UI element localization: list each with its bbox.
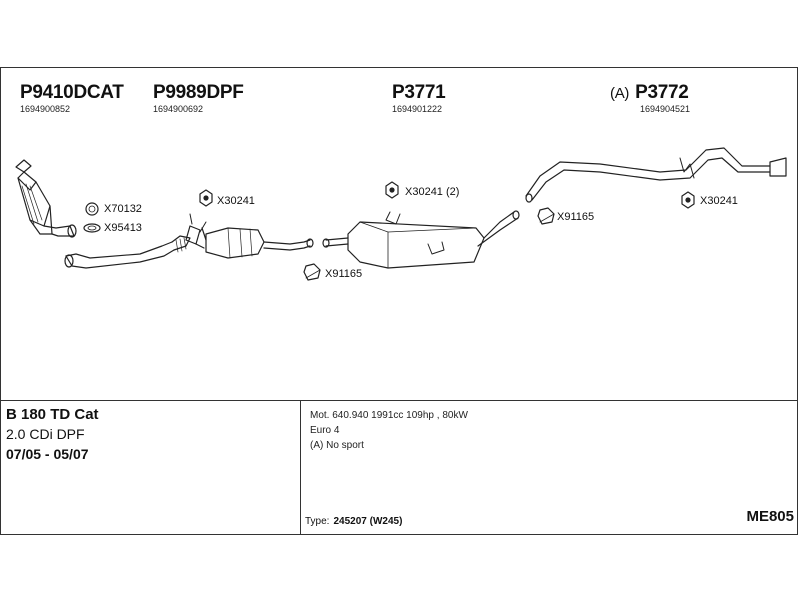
part-number-catalyst: 1694900852 bbox=[20, 104, 71, 114]
dpf-body bbox=[205, 227, 314, 259]
fitting-x30241-2-icon bbox=[385, 181, 399, 199]
diagram-frame bbox=[0, 67, 798, 535]
fitting-x91165-b-icon bbox=[537, 207, 555, 225]
fitting-label-x91165-b: X91165 bbox=[557, 211, 595, 223]
type-value: 245207 (W245) bbox=[333, 516, 403, 527]
part-label-middle-silencer: P3771 bbox=[392, 82, 446, 103]
divider-horizontal bbox=[0, 400, 798, 401]
fitting-label-x30241-a: X30241 bbox=[217, 195, 255, 207]
part-label-catalyst: P9410DCAT bbox=[20, 82, 124, 103]
fitting-x30241-b-icon bbox=[681, 191, 695, 209]
catalyst-assembly bbox=[15, 159, 77, 238]
fitting-x70132-icon bbox=[85, 202, 99, 216]
type-row: Type:245207 (W245) bbox=[305, 516, 402, 527]
fitting-label-x91165-a: X91165 bbox=[325, 268, 363, 280]
fitting-label-x95413: X95413 bbox=[104, 222, 142, 234]
type-label: Type: bbox=[305, 516, 330, 527]
part-number-dpf: 1694900692 bbox=[153, 104, 204, 114]
fitting-x30241-a-icon bbox=[199, 189, 213, 207]
spec-note: (A) No sport bbox=[310, 440, 364, 451]
fitting-label-x30241-b: X30241 bbox=[700, 195, 738, 207]
rear-pipe bbox=[525, 147, 787, 203]
fitting-x91165-a-icon bbox=[303, 263, 321, 281]
catalog-code: ME805 bbox=[746, 508, 794, 525]
middle-silencer bbox=[322, 210, 520, 269]
flex-joint bbox=[185, 213, 207, 249]
part-number-rear-pipe: 1694904521 bbox=[640, 104, 691, 114]
spec-engine: Mot. 640.940 1991cc 109hp , 80kW bbox=[310, 410, 468, 421]
fitting-label-x70132: X70132 bbox=[104, 203, 142, 215]
part-prefix-rear-pipe: (A) bbox=[610, 85, 630, 102]
fitting-x95413-icon bbox=[83, 223, 101, 233]
part-label-dpf: P9989DPF bbox=[153, 82, 244, 103]
fitting-label-x30241-2: X30241 (2) bbox=[405, 186, 460, 198]
spec-emission: Euro 4 bbox=[310, 425, 340, 436]
divider-vertical bbox=[300, 400, 301, 535]
vehicle-engine: 2.0 CDi DPF bbox=[6, 426, 85, 442]
part-label-rear-pipe-text: P3772 bbox=[635, 82, 689, 103]
part-label-rear-pipe: (A) P3772 bbox=[610, 82, 689, 104]
vehicle-years: 07/05 - 05/07 bbox=[6, 446, 89, 462]
part-number-middle-silencer: 1694901222 bbox=[392, 104, 443, 114]
vehicle-model: B 180 TD Cat bbox=[6, 406, 99, 423]
front-pipe bbox=[64, 235, 191, 269]
